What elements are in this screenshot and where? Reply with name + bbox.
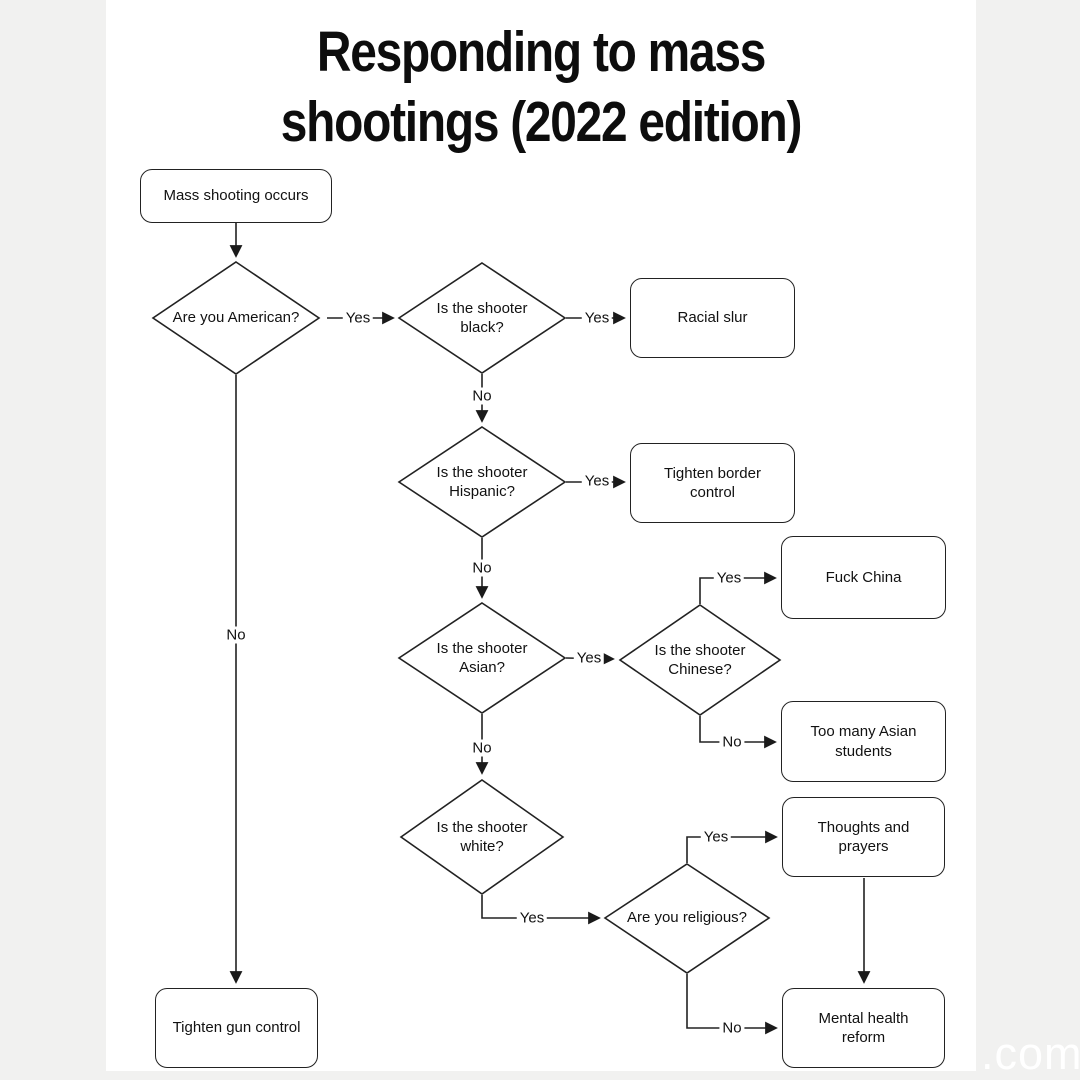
decision-shape-white xyxy=(399,779,565,895)
decision-shape-religious xyxy=(603,863,771,974)
decision-is-shooter-hispanic: Is the shooter Hispanic? xyxy=(436,463,528,501)
node-too-many-asian-students: Too many Asian students xyxy=(781,701,946,782)
title-line-1: Responding to mass xyxy=(316,20,766,84)
edge-label-hispanic-yes: Yes xyxy=(581,472,613,490)
node-tighten-border-control: Tighten border control xyxy=(630,443,795,523)
title-line-2: shootings (2022 edition) xyxy=(280,89,803,154)
decision-are-you-religious: Are you religious? xyxy=(626,909,748,927)
decision-is-shooter-chinese: Is the shooter Chinese? xyxy=(654,641,746,679)
node-thoughts-and-prayers: Thoughts and prayers xyxy=(782,797,945,877)
edge-label-black-yes: Yes xyxy=(581,309,613,327)
node-mass-shooting-occurs: Mass shooting occurs xyxy=(140,169,332,223)
edge-label-american-yes: Yes xyxy=(342,309,374,327)
edge-label-black-no: No xyxy=(469,387,495,405)
edge-label-chinese-no: No xyxy=(719,733,745,751)
decision-shape-hispanic xyxy=(397,426,567,538)
node-fuck-china: Fuck China xyxy=(781,536,946,619)
edge-label-religious-yes: Yes xyxy=(700,828,732,846)
edge-label-hispanic-no: No xyxy=(469,559,495,577)
decision-shape-american xyxy=(151,261,321,375)
decision-shape-black xyxy=(397,262,567,374)
node-tighten-gun-control: Tighten gun control xyxy=(155,988,318,1068)
decision-is-shooter-black: Is the shooter black? xyxy=(436,299,528,337)
page-title: Responding to mass shootings (2022 editi… xyxy=(176,18,907,157)
node-racial-slur: Racial slur xyxy=(630,278,795,358)
decision-is-shooter-asian: Is the shooter Asian? xyxy=(436,639,528,677)
edge-label-religious-no: No xyxy=(719,1019,745,1037)
edge-label-asian-yes: Yes xyxy=(573,649,605,667)
edge-label-white-yes: Yes xyxy=(516,909,548,927)
decision-shape-chinese xyxy=(618,604,782,716)
decision-is-shooter-white: Is the shooter white? xyxy=(436,818,528,856)
decision-are-you-american: Are you American? xyxy=(172,309,300,327)
edge-label-american-no: No xyxy=(223,626,249,644)
edge-label-asian-no: No xyxy=(469,739,495,757)
node-mental-health-reform: Mental health reform xyxy=(782,988,945,1068)
edge-label-chinese-yes: Yes xyxy=(713,569,745,587)
watermark-text: .com xyxy=(981,1028,1080,1079)
decision-shape-asian xyxy=(397,602,567,714)
